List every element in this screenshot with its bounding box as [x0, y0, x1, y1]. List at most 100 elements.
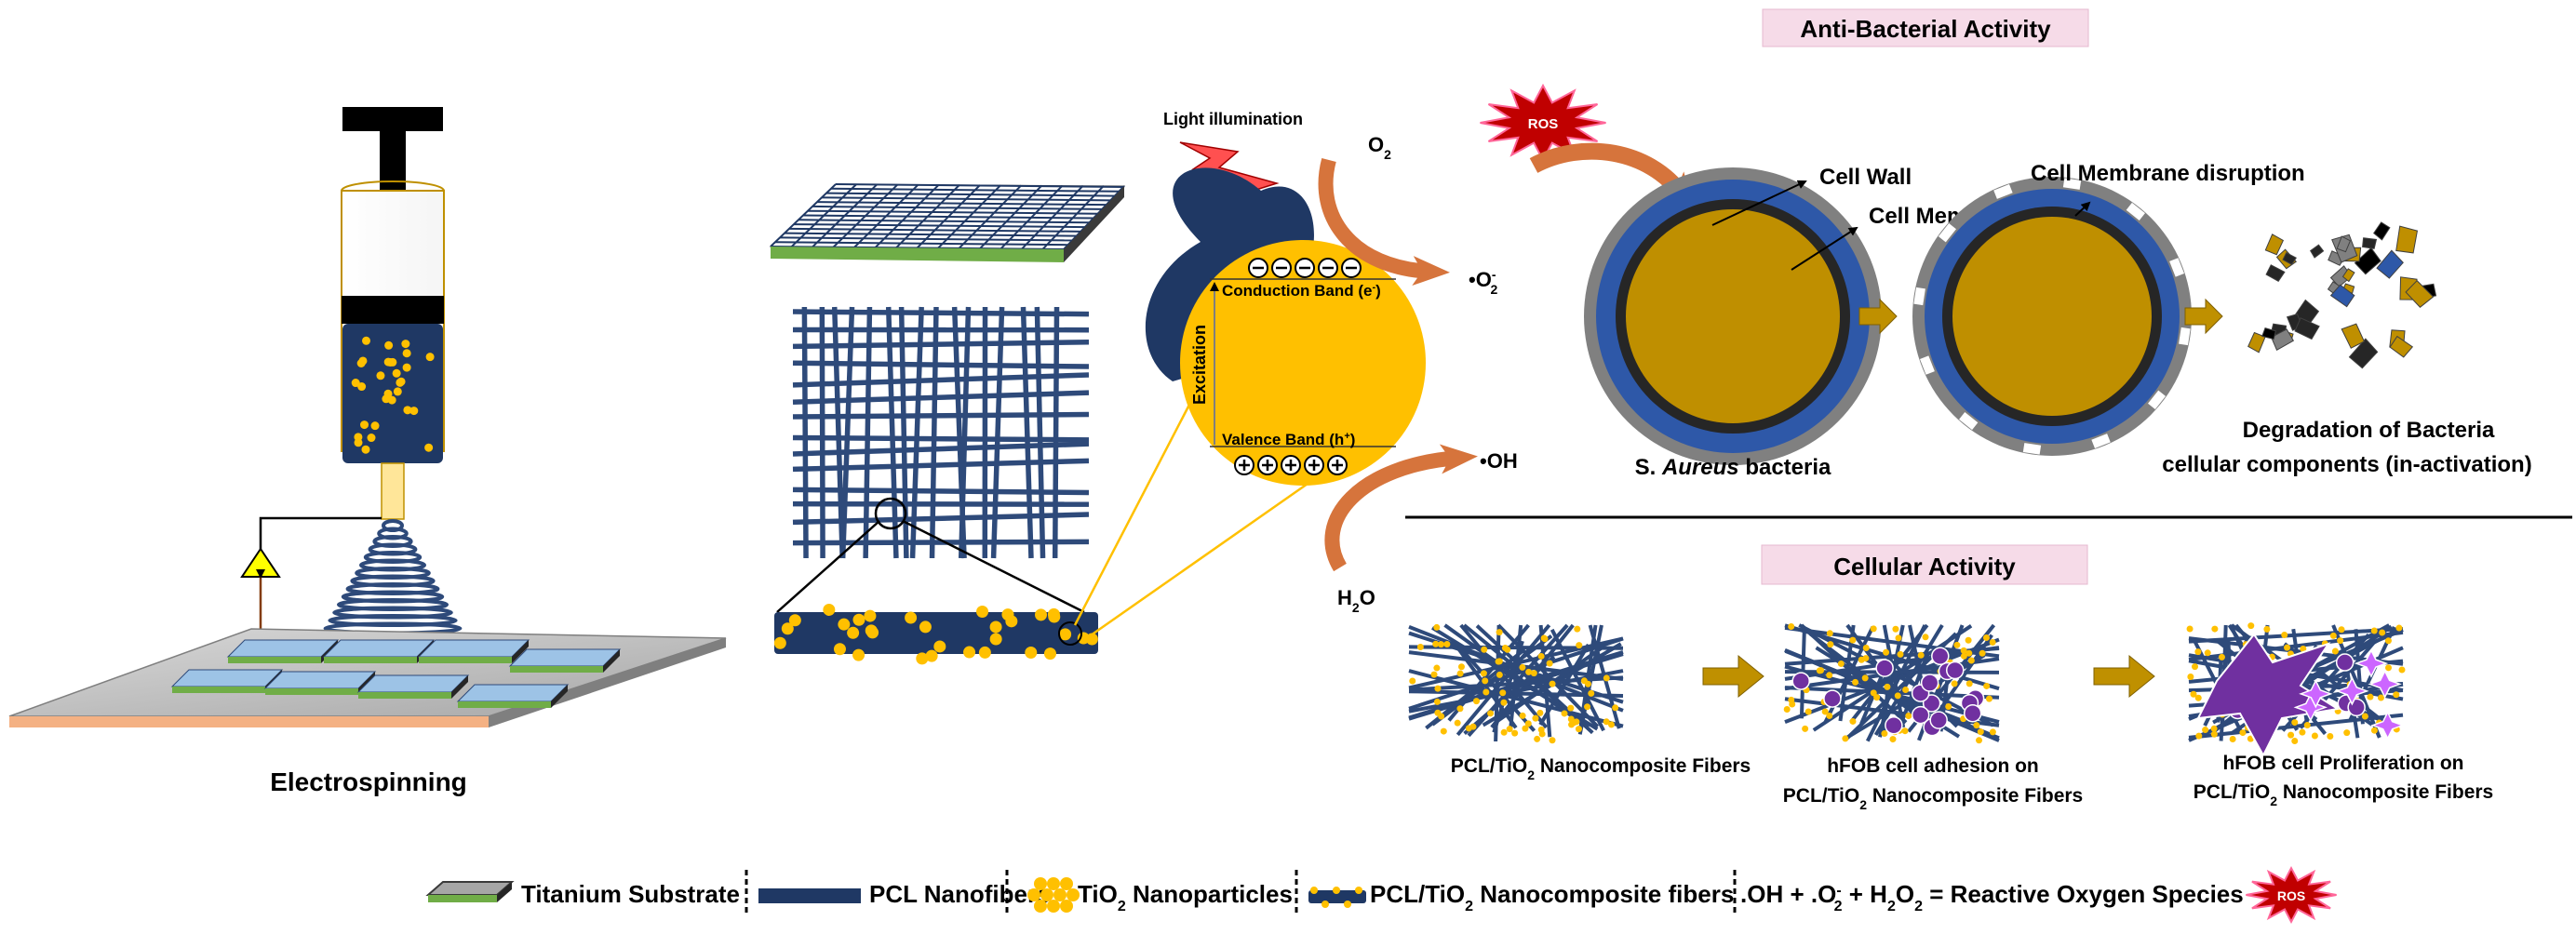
tio2-dot	[1482, 677, 1488, 684]
tio2-dot	[1409, 678, 1415, 685]
tio2-dot	[2284, 645, 2290, 651]
tio2-dot	[2211, 626, 2218, 633]
tio2-dot	[852, 649, 865, 661]
electron	[1319, 259, 1337, 277]
hole	[1305, 456, 1323, 474]
tio2-dot	[1487, 710, 1494, 716]
tio2-dot	[1562, 710, 1568, 716]
debris-fragment	[2265, 264, 2286, 282]
conduction-band-label: Conduction Band (e-)	[1222, 282, 1381, 300]
tio2-dot	[361, 446, 369, 454]
hfob-cell	[1912, 707, 1929, 724]
light-illumination-label: Light illumination	[1163, 110, 1303, 128]
tio2-dot	[358, 356, 367, 365]
debris-fragment	[2393, 224, 2421, 256]
tio2-dot	[376, 371, 384, 380]
cell-progress-arrow-1	[1703, 656, 1764, 697]
tio2-dot	[1612, 704, 1618, 711]
tio2-dot	[2371, 627, 2378, 634]
stage1-caption: PCL/TiO2 Nanocomposite Fibers	[1451, 755, 1751, 782]
tio2-dot	[1918, 652, 1925, 659]
mini-substrate-top	[510, 649, 620, 666]
tio2-dot	[852, 614, 865, 626]
tio2-dot	[1434, 710, 1441, 716]
legend-tio2-dot	[1060, 900, 1073, 913]
tio2-dot	[1507, 726, 1513, 732]
membrane-disruption-label: Cell Membrane disruption	[2031, 161, 2305, 186]
legend-tio2-icon	[1027, 877, 1080, 913]
tio2-dot	[990, 633, 1002, 645]
disrupted-cytoplasm	[1952, 217, 2152, 416]
syringe-plunger-cap	[342, 107, 443, 131]
tio2-dot	[2239, 729, 2246, 736]
tio2-dot	[1862, 674, 1869, 681]
tio2-dot	[2187, 674, 2194, 680]
mini-substrate-top	[324, 640, 434, 657]
superoxide-label: •O-2	[1469, 267, 1498, 297]
guide-line-upper	[1075, 380, 1202, 625]
mini-substrate-top	[265, 672, 375, 688]
tio2-dot	[2205, 649, 2211, 656]
mini-substrate	[419, 640, 529, 663]
legend: Titanium Substrate PCL Nanofibers TiO2 N…	[428, 868, 2337, 922]
tio2-dot	[2299, 729, 2305, 736]
tio2-dot	[1863, 645, 1870, 651]
pcl-fiber-mesh	[793, 307, 1089, 558]
hfob-cell	[1876, 660, 1893, 676]
tio2-dot	[2288, 732, 2294, 739]
mini-substrate-green	[228, 657, 321, 663]
debris-fragment	[2372, 221, 2390, 241]
hfob-cell	[1930, 712, 1947, 728]
tio2-dot	[1979, 650, 1986, 657]
hole-symbols	[1235, 456, 1347, 474]
tio2-dot	[1048, 610, 1060, 622]
tio2-dot	[1873, 694, 1880, 700]
tio2-dot	[1481, 647, 1487, 653]
tio2-dot	[1983, 634, 1990, 641]
electron-symbols	[1249, 259, 1361, 277]
tio2-dot	[1496, 672, 1503, 678]
tio2-dot	[2385, 664, 2392, 671]
tio2-dot	[2371, 727, 2378, 734]
tio2-dot	[1496, 659, 1502, 665]
collector-plate-front	[9, 716, 489, 727]
tio2-dot	[1434, 699, 1441, 705]
antibacterial-title: Anti-Bacterial Activity	[1800, 15, 2051, 43]
tio2-dot	[2194, 648, 2201, 655]
mini-substrate-top	[172, 670, 282, 687]
tio2-dot	[865, 624, 878, 636]
electron	[1272, 259, 1291, 277]
tio2-dot	[2291, 738, 2298, 744]
legend-titanium-icon	[428, 882, 512, 902]
tio2-dot	[1902, 687, 1909, 693]
mesh-fiber-horizontal	[793, 489, 1089, 492]
tio2-dot	[2379, 629, 2385, 635]
tio2-dot	[1550, 737, 1556, 743]
tio2-dot	[1542, 635, 1549, 642]
stage3-caption-line1: hFOB cell Proliferation on	[2222, 753, 2463, 774]
mini-substrate-green	[510, 666, 603, 673]
tio2-dot	[782, 622, 794, 634]
tio2-dot	[2362, 714, 2368, 720]
tio2-dot	[1788, 697, 1794, 703]
tio2-dot	[2332, 648, 2339, 655]
tio2-dot	[1585, 681, 1591, 687]
tio2-dot	[1881, 730, 1887, 737]
tio2-dot	[1976, 737, 1982, 743]
hfob-cell	[1947, 661, 1964, 678]
bacteria-debris-fragments	[2247, 221, 2438, 371]
tio2-dot	[2343, 729, 2350, 736]
tio2-dot	[1417, 644, 1424, 650]
tio2-dot	[1567, 705, 1574, 712]
tio2-dot	[1536, 710, 1543, 716]
excitation-label: Excitation	[1190, 325, 1209, 405]
tio2-dot	[386, 358, 395, 367]
tio2-dot	[1035, 608, 1047, 620]
hv-source-icon	[242, 549, 279, 577]
tio2-dot	[1892, 626, 1898, 633]
electron	[1342, 259, 1361, 277]
tio2-dot	[1905, 713, 1912, 719]
tio2-dot	[1923, 634, 1929, 640]
tio2-dot	[1483, 689, 1489, 696]
tio2-dot	[1473, 698, 1480, 704]
